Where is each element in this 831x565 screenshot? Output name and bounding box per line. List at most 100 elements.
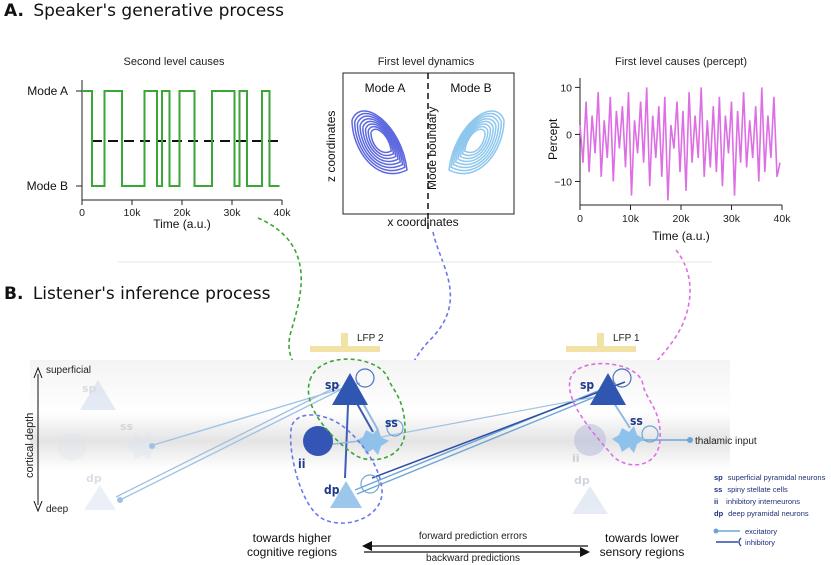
section-a-text: Speaker's generative process bbox=[33, 1, 284, 21]
neuron-dp-higher bbox=[330, 481, 362, 508]
section-b-letter: B. bbox=[4, 284, 23, 304]
faded-column-left: sp ss dp bbox=[58, 380, 160, 510]
attractor-loop bbox=[356, 115, 404, 169]
panel1-xtick-label: 20k bbox=[174, 207, 192, 219]
panel2-mode-b-label: Mode B bbox=[450, 81, 491, 95]
label-towards-higher-1: towards higher bbox=[253, 531, 332, 545]
panel3-title: First level causes (percept) bbox=[615, 56, 747, 68]
panel2-attractor-mode-b bbox=[448, 110, 505, 175]
attractor-loop bbox=[457, 120, 494, 163]
panel3-xlabel: Time (a.u.) bbox=[652, 229, 710, 243]
lfp2-electrode: LFP 2 bbox=[310, 333, 384, 352]
legend-text-ss: spiny stellate cells bbox=[727, 485, 788, 494]
panel1-xtick-label: 40k bbox=[274, 207, 292, 219]
label-cortical-depth: cortical depth bbox=[24, 413, 36, 478]
panel3-ylabel: Percept bbox=[546, 118, 560, 160]
panel-second-level-causes: Second level causes Mode A Mode B 0 10k 20… bbox=[27, 56, 292, 231]
panel1-x-ticks: 0 10k 20k 30k 40k bbox=[79, 200, 291, 219]
attractor-loop bbox=[461, 125, 489, 157]
group-green-outline bbox=[307, 358, 406, 461]
legend-abbr-dp: dp bbox=[714, 509, 724, 518]
column-lower-region: sp ss bbox=[568, 362, 661, 466]
panel1-ytick-mode-a: Mode A bbox=[27, 84, 68, 98]
attractor-loop bbox=[370, 128, 393, 154]
panel1-title: Second level causes bbox=[124, 56, 225, 68]
svg-text:ss: ss bbox=[120, 420, 134, 433]
panel2-title: First level dynamics bbox=[378, 56, 475, 68]
section-b-text: Listener's inference process bbox=[33, 284, 271, 304]
attractor-loop bbox=[364, 123, 397, 160]
panel1-xtick-label: 10k bbox=[124, 207, 142, 219]
label-towards-lower-1: towards lower bbox=[605, 531, 679, 545]
panel3-ytick-label: 0 bbox=[566, 129, 572, 141]
label-deep: deep bbox=[46, 504, 69, 515]
legend-abbr-ii: ii bbox=[714, 497, 718, 506]
svg-text:ii: ii bbox=[572, 452, 580, 465]
panel1-series-line bbox=[82, 90, 280, 187]
label-backward: backward predictions bbox=[426, 553, 520, 564]
panel1-xlabel: Time (a.u.) bbox=[153, 217, 211, 231]
panel2-ylabel: z coordinates bbox=[324, 111, 338, 182]
neuron-sp-higher bbox=[332, 373, 368, 405]
legend-text-dp: deep pyramidal neurons bbox=[728, 509, 809, 518]
attractor-loop bbox=[353, 112, 406, 172]
panel2-attractor-mode-a bbox=[351, 110, 408, 175]
group-pink-outline bbox=[568, 362, 661, 466]
panel3-xtick-label: 10k bbox=[622, 213, 640, 225]
legend-abbr-sp: sp bbox=[714, 473, 723, 482]
column-higher-region: sp ss ii dp bbox=[289, 358, 406, 524]
panel3-xtick-label: 30k bbox=[723, 213, 741, 225]
attractor-loop bbox=[452, 115, 500, 169]
attractor-loop bbox=[454, 118, 497, 166]
panel2-xlabel: x coordinates bbox=[387, 215, 458, 229]
attractor-loop bbox=[362, 120, 399, 163]
lfp1-electrode: LFP 1 bbox=[566, 333, 640, 352]
panel-first-level-dynamics: First level dynamics Mode A Mode B Mode … bbox=[324, 56, 515, 232]
attractor-loop bbox=[463, 128, 486, 154]
panel3-x-ticks: 0 10k 20k 30k 40k bbox=[577, 205, 791, 225]
neuron-label-dp-higher: dp bbox=[324, 483, 340, 497]
attractor-loop bbox=[459, 123, 492, 160]
long-range-connections bbox=[115, 381, 693, 503]
attractor-loop bbox=[351, 110, 408, 175]
panel1-xtick-label: 30k bbox=[224, 207, 242, 219]
panel3-series-line bbox=[579, 87, 781, 201]
lfp1-label: LFP 1 bbox=[613, 333, 640, 344]
legend-text-ii: inhibitory interneurons bbox=[726, 497, 800, 506]
legend-abbr-ss: ss bbox=[714, 485, 722, 494]
legend-inhibitory-label: inhibitory bbox=[745, 538, 775, 547]
attractor-loop bbox=[450, 112, 503, 172]
section-a-title: A. Speaker's generative process bbox=[4, 1, 284, 21]
legend-excitatory-label: excitatory bbox=[745, 527, 777, 536]
neuron-sp-lower bbox=[590, 373, 626, 405]
neuron-label-sp-lower: sp bbox=[580, 378, 594, 392]
attractor-loop bbox=[448, 110, 505, 175]
panel1-xtick-label: 0 bbox=[79, 207, 85, 219]
legend-text-sp: superficial pyramidal neurons bbox=[728, 473, 826, 482]
neuron-label-sp-higher: sp bbox=[325, 378, 339, 392]
thalamic-input-label: thalamic input bbox=[695, 436, 757, 447]
svg-text:dp: dp bbox=[574, 474, 590, 487]
connector-pink bbox=[639, 249, 691, 379]
panel3-xtick-label: 20k bbox=[673, 213, 691, 225]
panel3-xtick-label: 0 bbox=[577, 213, 583, 225]
legend: sp superficial pyramidal neurons ss spiny … bbox=[713, 473, 826, 547]
section-b-title: B. Listener's inference process bbox=[4, 284, 271, 304]
neuron-ss-lower bbox=[612, 426, 645, 453]
label-forward: forward prediction errors bbox=[419, 531, 527, 542]
panel1-ytick-mode-b: Mode B bbox=[27, 179, 68, 193]
faded-column-right: ii dp bbox=[572, 424, 608, 514]
svg-text:sp: sp bbox=[82, 382, 97, 395]
panel3-xtick-label: 40k bbox=[774, 213, 792, 225]
panel2-boundary-label: Mode boundary bbox=[425, 107, 439, 190]
label-towards-higher-2: cognitive regions bbox=[247, 545, 337, 559]
panel2-mode-a-label: Mode A bbox=[365, 81, 406, 95]
panel3-ytick-label: 10 bbox=[560, 82, 572, 94]
label-towards-lower-2: sensory regions bbox=[600, 545, 685, 559]
